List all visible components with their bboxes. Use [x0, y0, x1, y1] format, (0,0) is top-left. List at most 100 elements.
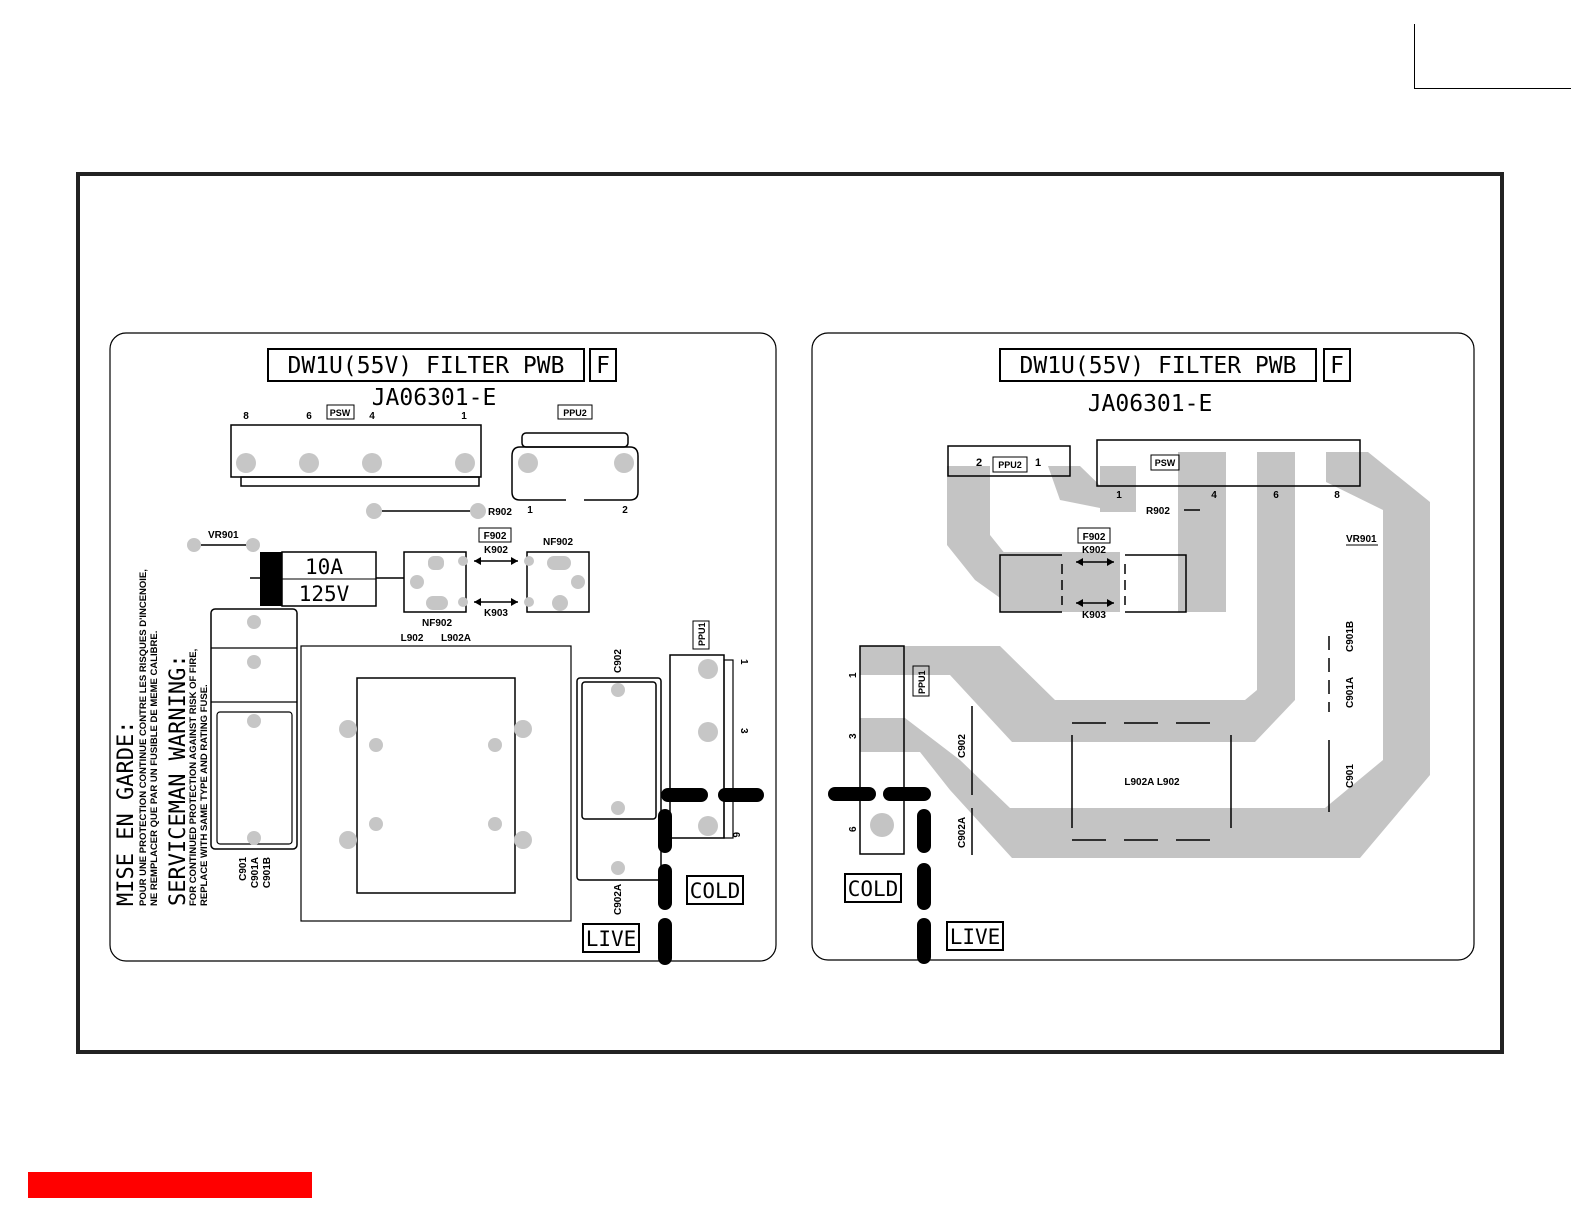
ppu1-label-box: [912, 665, 930, 697]
title-tag-box: [1323, 348, 1351, 382]
cold-label-box: [686, 875, 744, 905]
psw-pin-label: 1: [461, 411, 467, 422]
l902-label: L902: [401, 633, 424, 644]
pad: [611, 683, 625, 697]
ppu1-body: [669, 654, 725, 839]
board-title: DW1U(55V) FILTER PWB: [288, 353, 565, 379]
fuse-current-rating: 10A: [305, 555, 343, 579]
vr901-varistor: VR901: [187, 530, 260, 552]
k902-label: K902: [484, 545, 508, 556]
ppu1-pin-label: 6: [730, 832, 741, 838]
c902a-label: C902A: [957, 817, 968, 848]
ppu2-connector: PPU2 1 2: [511, 404, 639, 516]
fuse-holder-footprint: F902 K902 K903: [999, 527, 1187, 621]
l902-footprint: L902A L902: [1071, 722, 1232, 841]
c902a-label: C902A: [613, 884, 624, 915]
pad: [362, 453, 382, 473]
pad: [698, 722, 718, 742]
pad: [299, 453, 319, 473]
warning-fr-line2: NE REMPLACER QUE PAR UN FUSIBLE DE MEME …: [149, 631, 160, 906]
pad: [552, 595, 568, 611]
ppu1-label-box: [692, 620, 710, 650]
trace: [860, 452, 1295, 742]
pad: [187, 538, 201, 552]
corner-box: [1414, 24, 1571, 89]
live-label: LIVE: [586, 927, 637, 951]
psw-pin-label: 4: [1211, 490, 1217, 501]
warning-block: MISE EN GARDE: POUR UNE PROTECTION CONTI…: [114, 569, 210, 906]
pad: [614, 453, 634, 473]
trace: [1000, 552, 1120, 612]
ppu1-label: PPU1: [697, 622, 707, 646]
part-number: JA06301-E: [1088, 391, 1213, 417]
trace: [1178, 452, 1226, 612]
cold-label: COLD: [690, 879, 741, 903]
component-side-panel: DW1U(55V) FILTER PWB F JA06301-E 8 6 PSW…: [109, 332, 777, 965]
title-tag: F: [1330, 353, 1344, 379]
psw-pin-label: 6: [1273, 490, 1279, 501]
fuse-holder-right: [526, 551, 590, 613]
pad: [514, 831, 532, 849]
c901-inner: [216, 711, 293, 845]
pad: [458, 597, 468, 607]
board-title: DW1U(55V) FILTER PWB: [1020, 353, 1297, 379]
filter-choke-area: F902 K902 NF902 K903 NF902: [403, 527, 590, 629]
psw-label-box: [326, 404, 355, 420]
pad: [339, 720, 357, 738]
title-box: [267, 348, 585, 382]
c901a-label: C901A: [250, 857, 261, 888]
fuse-holder-left: [403, 551, 467, 613]
ppu2-pin-label: 1: [527, 505, 533, 516]
ppu2-pin-label: 2: [622, 505, 628, 516]
psw-label-box: [1150, 454, 1180, 471]
ppu1-rail: [723, 659, 734, 839]
page-frame: [76, 172, 1504, 1054]
pad: [247, 831, 261, 845]
pad: [247, 714, 261, 728]
ppu1-pin-label: 3: [848, 733, 859, 739]
pad: [236, 453, 256, 473]
ppu1-pin-label: 6: [848, 826, 859, 832]
ppu1-footprint: PPU1 1 3 6: [848, 645, 930, 855]
trace: [947, 466, 1010, 605]
pad: [870, 813, 894, 837]
l902-core: [356, 677, 516, 894]
cold-label: COLD: [848, 877, 899, 901]
k903-label: K903: [1082, 610, 1106, 621]
c902a-body: [576, 677, 662, 881]
c902-body: [581, 681, 657, 820]
k903-label: K903: [484, 608, 508, 619]
trace: [1100, 466, 1136, 512]
ppu1-pin-label: 1: [738, 659, 749, 665]
line-filter-l902: L902 L902A: [300, 633, 572, 922]
c902-label: C902: [957, 734, 968, 758]
pad: [246, 538, 260, 552]
pad: [698, 659, 718, 679]
ppu1-pin-label: 3: [738, 728, 749, 734]
nf902-label: NF902: [422, 618, 452, 629]
pad: [488, 738, 502, 752]
pad: [514, 720, 532, 738]
pad: [470, 503, 486, 519]
ppu2-outline: [947, 445, 1071, 477]
ppu2-label-box: [557, 404, 593, 420]
l902-outline: [300, 645, 572, 922]
vr901-label: VR901: [1346, 534, 1377, 545]
pad: [369, 817, 383, 831]
pad: [488, 817, 502, 831]
pad: [366, 503, 382, 519]
ppu2-label-box: [992, 456, 1028, 473]
pad: [698, 816, 718, 836]
psw-label: PSW: [330, 408, 351, 418]
c901b-label: C901B: [262, 857, 273, 888]
title-tag-box: [589, 348, 617, 382]
c901-label: C901: [1345, 764, 1356, 788]
warning-fr-line1: POUR UNE PROTECTION CONTINUE CONTRE LES …: [138, 569, 149, 906]
f902-label: F902: [484, 531, 507, 542]
copper-traces: [860, 452, 1430, 858]
r902-label: R902: [1146, 506, 1170, 517]
psw-footprint: PSW 1 4 6 8: [1096, 439, 1361, 501]
capacitor-bank-c901: C901 C901A C901B: [210, 608, 298, 888]
psw-pin-label: 6: [306, 411, 312, 422]
